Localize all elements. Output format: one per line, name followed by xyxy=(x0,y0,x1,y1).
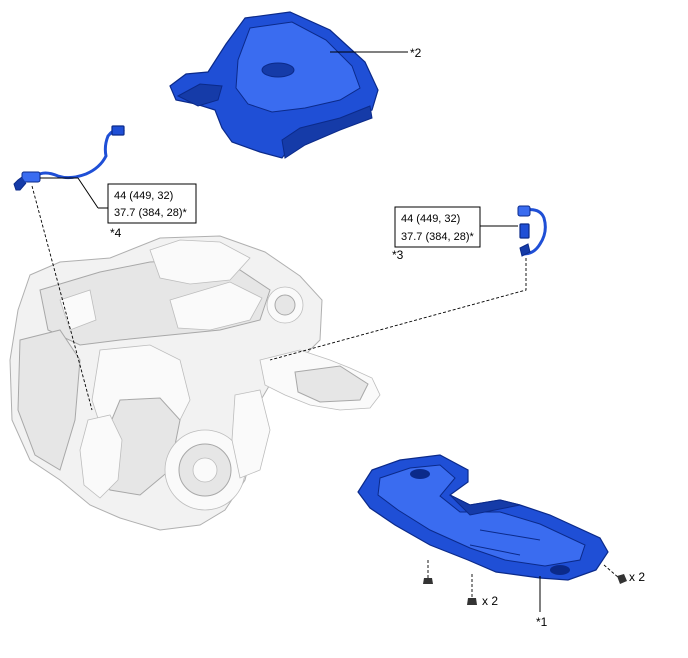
callout-engine-cover: *2 xyxy=(410,46,422,60)
torque-front-line2: 37.7 (384, 28)* xyxy=(114,207,187,219)
bolt-under-cover-right xyxy=(603,564,627,584)
rear-sensor-install-line xyxy=(269,258,527,361)
engine-assembly xyxy=(9,235,381,531)
leader-front-sensor-b xyxy=(77,177,99,209)
qty-bolt-center: x 2 xyxy=(482,594,498,608)
oxygen-sensor-rear[interactable] xyxy=(517,205,547,257)
front-sensor-install-line xyxy=(31,185,93,411)
air-fuel-sensor-front[interactable] xyxy=(13,125,125,191)
callout-front-sensor: *4 xyxy=(110,226,122,240)
torque-rear-line2: 37.7 (384, 28)* xyxy=(401,231,474,243)
engine-under-cover[interactable] xyxy=(357,454,609,581)
engine-cover[interactable] xyxy=(169,11,379,159)
callout-rear-sensor: *3 xyxy=(392,248,404,262)
qty-bolt-right: x 2 xyxy=(629,570,645,584)
torque-box-front-sensor: 44 (449, 32) 37.7 (384, 28)* xyxy=(107,183,197,224)
torque-rear-line1: 44 (449, 32) xyxy=(401,213,460,225)
torque-front-line1: 44 (449, 32) xyxy=(114,190,173,202)
bolt-under-cover-left xyxy=(423,560,433,584)
torque-box-rear-sensor: 44 (449, 32) 37.7 (384, 28)* xyxy=(394,206,481,248)
callout-under-cover: *1 xyxy=(536,615,548,629)
bolt-under-cover-center xyxy=(467,574,477,605)
